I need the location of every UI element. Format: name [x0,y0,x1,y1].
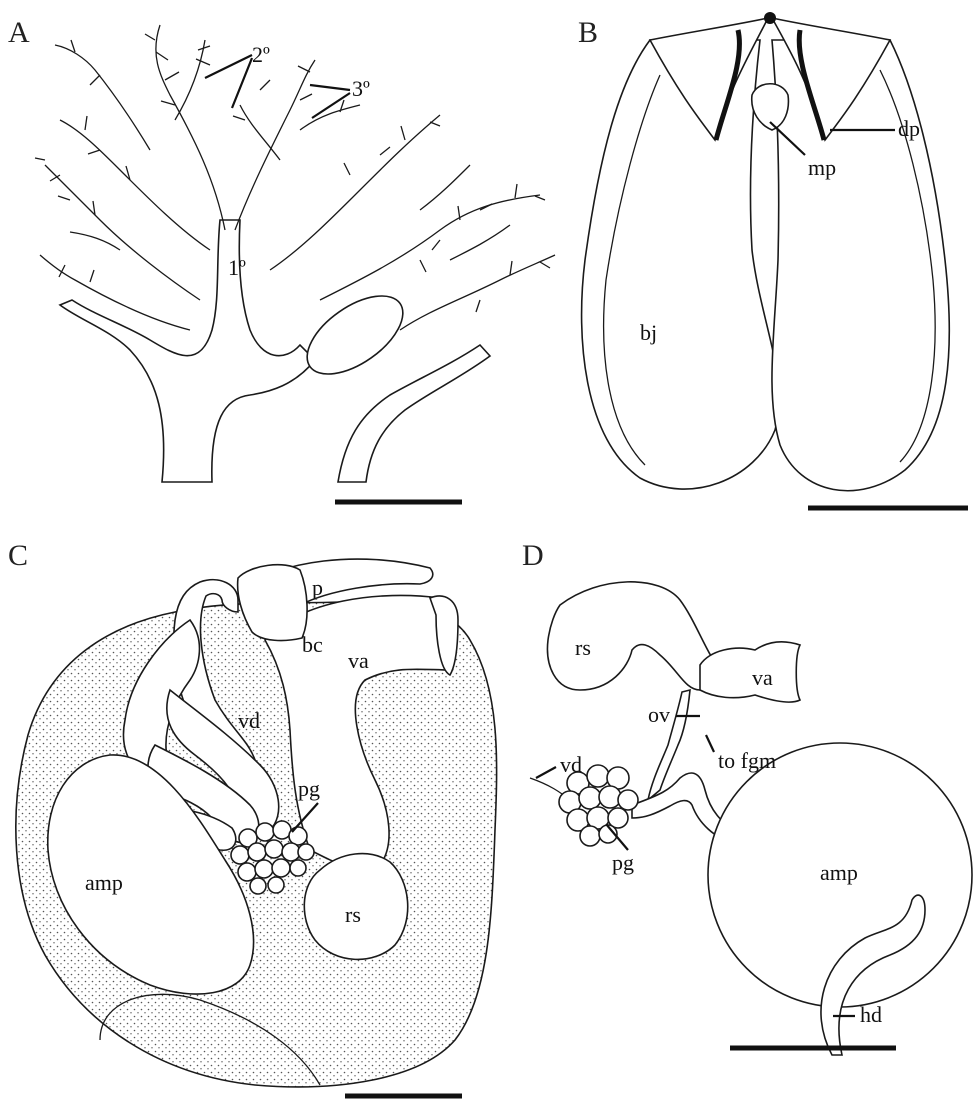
panel-c: C [8,539,497,1096]
vagina-d [700,642,800,702]
coral-branches [40,25,555,330]
leader-tertiary-1 [310,85,350,90]
label-dp: dp [898,116,920,141]
label-ov: ov [648,702,670,727]
jaw-apex [764,12,776,24]
leader-tertiary-2 [312,93,350,118]
label-pg-d: pg [612,850,634,875]
label-tertiary-branch: 3º [352,76,370,101]
label-vd-d: vd [560,752,582,777]
label-primary-branch: 1º [228,255,246,280]
receptaculum-seminis-d [547,582,721,690]
label-secondary-branch: 2º [252,42,270,67]
panel-b-letter: B [578,16,598,49]
label-amp-d: amp [820,860,858,885]
leader-vd-d [536,767,556,778]
panel-d-letter: D [522,539,544,572]
label-to-fgm: to fgm [718,748,776,773]
panel-d: D rs va ov vd to fgm pg [522,539,972,1055]
label-va: va [348,648,369,673]
leader-to-fgm [706,735,714,752]
coral-oval-lobe [294,281,416,390]
coral-twigs [35,34,550,312]
label-amp-c: amp [85,870,123,895]
prostate-gland-d [559,765,638,846]
label-rs-c: rs [345,902,361,927]
jaw-right [772,40,949,491]
jaw-left [582,40,780,489]
panel-a: A 1º 2º [8,16,555,502]
leader-secondary-2 [232,58,252,108]
label-hd: hd [860,1002,882,1027]
panel-b: B bj mp dp [578,12,968,508]
label-p: p [312,575,323,600]
label-mp: mp [808,155,836,180]
label-bj: bj [640,320,657,345]
label-va-d: va [752,665,773,690]
coral-trunk-right [338,345,490,482]
label-bc: bc [302,632,323,657]
label-vd: vd [238,708,260,733]
coral-trunk-left [60,220,315,482]
label-rs-d: rs [575,635,591,660]
label-pg: pg [298,776,320,801]
panel-a-letter: A [8,16,30,49]
panel-c-letter: C [8,539,28,572]
